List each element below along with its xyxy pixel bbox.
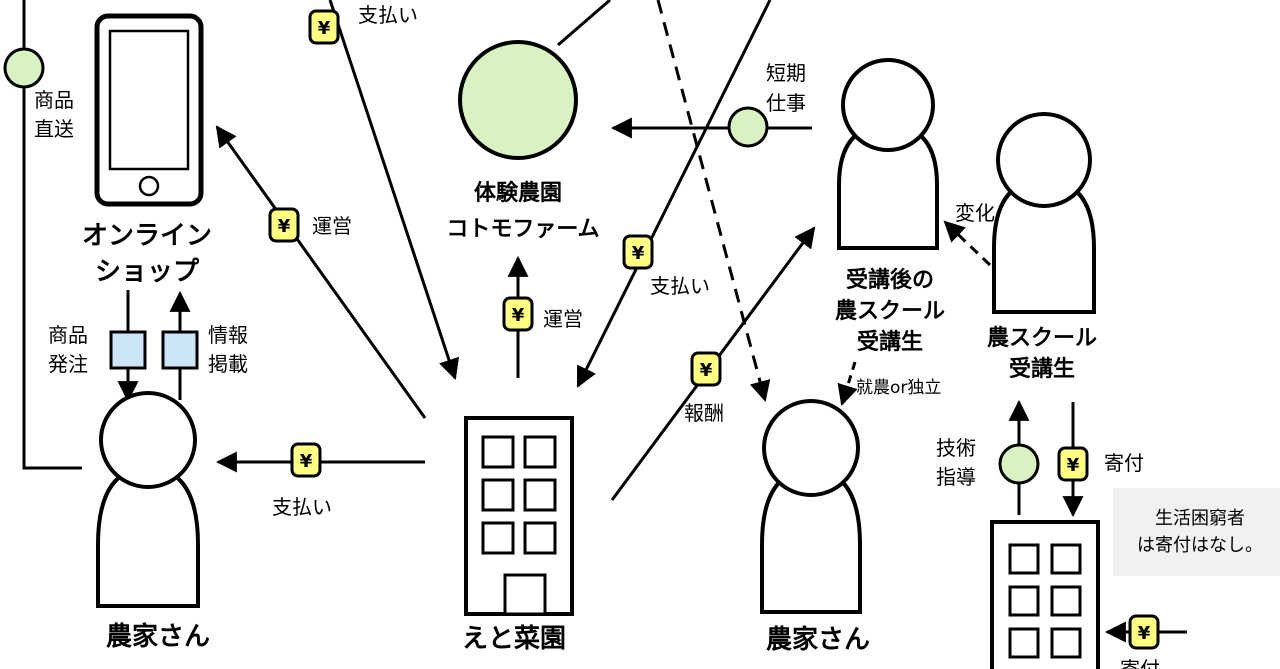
payment-bottom-label: 支払い [272, 495, 332, 519]
product-direct-label-1: 商品 [34, 88, 74, 112]
yen-icon [1128, 614, 1160, 650]
online-shop-label-1: オンライン [82, 221, 212, 251]
tech-label-2: 指導 [936, 465, 976, 489]
after-student-label-1: 受講後の [846, 267, 934, 293]
employ-dashed-arrow [837, 361, 858, 407]
farm-circle [458, 40, 578, 160]
student-label-2: 受講生 [1009, 356, 1075, 382]
short-job-label-2: 仕事 [766, 91, 806, 115]
edge-labels: 支払い 商品 直送 運営 運営 支払い 短期 仕事 商品 発注 情報 掲載 支払… [34, 3, 1160, 669]
short-job-label-1: 短期 [766, 61, 806, 85]
after-student-node: 受講後の 農スクール 受講生 [835, 58, 945, 355]
info-label-1: 情報 [208, 323, 248, 347]
donation-label: 寄付 [1104, 451, 1144, 475]
payment-top-label: 支払い [358, 3, 418, 27]
farmer-mid-label: 農家さん [766, 624, 870, 655]
note-text: 生活困窮者 は寄付はなし。 [1120, 505, 1280, 559]
operate-shop-arrow [215, 125, 427, 419]
yen-icon [690, 351, 722, 387]
order-label-2: 発注 [48, 352, 88, 376]
payment-mid-arrow [576, 0, 772, 388]
operate-shop-label: 運営 [312, 214, 352, 238]
donation-bottom-label: 寄付 [1120, 657, 1160, 669]
doc-boxes [109, 330, 199, 370]
note-line-1: 生活困窮者 [1155, 508, 1245, 529]
product-direct-label-2: 直送 [34, 117, 74, 141]
student-label-1: 農スクール [987, 326, 1097, 351]
etosaien-label: えと菜園 [462, 624, 566, 654]
farm-top-line [557, 0, 611, 47]
info-label-2: 掲載 [208, 352, 248, 376]
payment-mid-label: 支払い [650, 274, 710, 298]
change-dashed-arrow [943, 220, 992, 267]
yen-icon [1057, 446, 1089, 482]
note-box [1113, 488, 1280, 576]
after-student-label-2: 農スクール [835, 299, 945, 324]
tech-label-1: 技術 [936, 436, 976, 460]
student-node: 農スクール 受講生 [987, 112, 1097, 382]
order-doc-icon [109, 330, 147, 370]
online-shop-label-2: ショップ [95, 257, 200, 287]
change-label: 変化 [955, 201, 995, 225]
employ-label: 就農or独立 [856, 378, 941, 398]
dashed-arrow [656, 0, 771, 403]
farm-label-1: 体験農園 [474, 181, 562, 206]
after-student-label-3: 受講生 [857, 329, 923, 355]
yen-icon [268, 207, 300, 243]
farmer-mid-node: 農家さん [760, 399, 870, 655]
service-markers [3, 47, 1040, 485]
note-line-2: は寄付はなし。 [1137, 535, 1263, 556]
yen-icon [502, 296, 534, 332]
yen-icon [308, 9, 340, 45]
building-icon [990, 520, 1100, 669]
direct-ship-line [22, 0, 82, 470]
online-shop-node: オンライン ショップ [82, 13, 212, 287]
payment-top-arrow [328, 0, 460, 380]
farmer-left-label: 農家さん [106, 621, 210, 652]
info-doc-icon [161, 330, 199, 370]
farm-node: 体験農園 コトモファーム [446, 40, 600, 242]
order-label-1: 商品 [48, 323, 88, 347]
reward-label: 報酬 [684, 401, 724, 425]
service-circle-icon [727, 106, 769, 148]
farmer-left-node: 農家さん [96, 391, 210, 652]
operate-farm-label: 運営 [543, 307, 583, 331]
etosaien-node: えと菜園 [462, 416, 574, 654]
service-circle-icon [998, 443, 1040, 485]
service-circle-icon [3, 47, 45, 89]
yen-icon [622, 234, 654, 270]
partner-building [990, 520, 1100, 669]
yen-icon [290, 442, 322, 478]
farm-label-2: コトモファーム [446, 217, 599, 242]
